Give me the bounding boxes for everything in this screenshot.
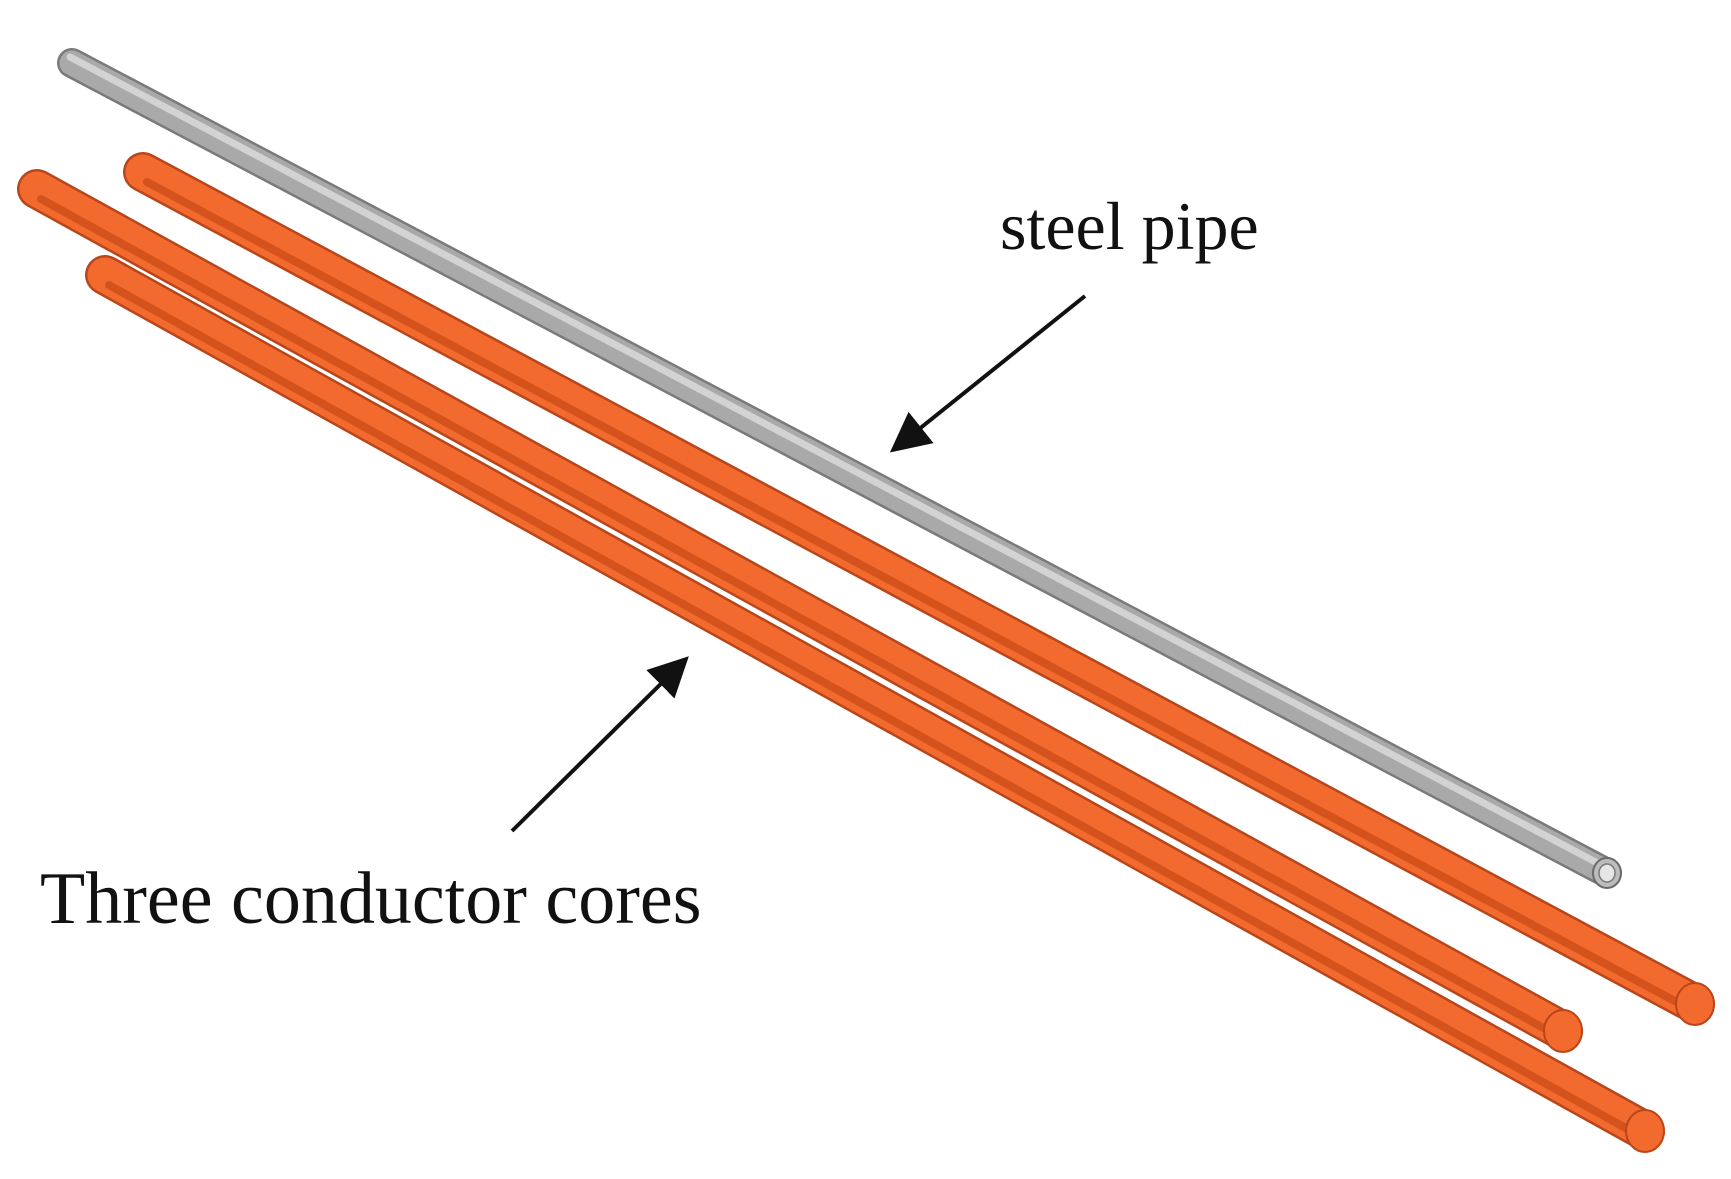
conductor-core-1-end [1675,982,1715,1026]
conductor-core-3-shade [105,281,1653,1145]
steel-pipe-arrow [889,294,1087,453]
conductor-core-1-shade [143,178,1703,1018]
conductor-core-2-body [19,171,1581,1049]
steel-pipe-fill [59,50,1620,886]
conductor-cores-label: Three conductor cores [40,858,702,940]
conductor-core-2-end [1543,1009,1583,1053]
conductor-core-1-body [125,154,1713,1022]
steel-pipe-label: steel pipe [1000,188,1259,264]
conductor-core-3-end [1625,1109,1665,1153]
conductor-core-1 [123,152,1715,1026]
conductor-core-2-shade [37,195,1571,1045]
conductor-core-3-body [87,257,1663,1149]
steel-pipe-end-hole [1598,863,1616,883]
conductor-cores-arrow [510,656,689,833]
steel-pipe [57,48,1622,889]
conductor-core-2 [17,169,1583,1053]
conductor-core-3 [85,255,1665,1153]
steel-pipe-highlight [66,53,1609,871]
